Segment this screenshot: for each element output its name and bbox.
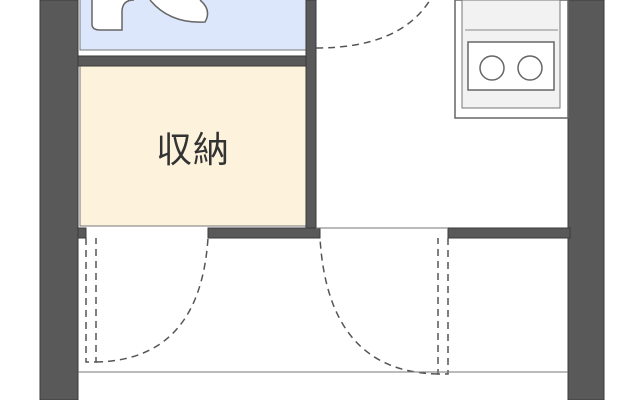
interior-lines — [78, 227, 568, 373]
center-partition-wall — [305, 0, 317, 231]
walls — [39, 0, 605, 401]
storage-label: 収納 — [155, 130, 230, 171]
washbasin-icon — [91, 0, 135, 31]
door-stub-left — [77, 227, 87, 239]
storage-top-wall — [77, 55, 309, 67]
storage-area — [79, 65, 307, 227]
right-exterior-wall — [567, 0, 605, 401]
kitchen-counter — [454, 0, 569, 119]
lower-right-door-swing — [319, 237, 449, 375]
bath-area — [79, 0, 307, 51]
horizontal-partition-left — [207, 227, 321, 239]
upper-door-swing — [315, 0, 431, 49]
burner-right-icon — [517, 55, 543, 81]
lower-left-door-swing — [85, 237, 209, 363]
burner-left-icon — [479, 55, 505, 81]
left-exterior-wall — [39, 0, 79, 401]
horizontal-partition-right — [447, 227, 571, 239]
